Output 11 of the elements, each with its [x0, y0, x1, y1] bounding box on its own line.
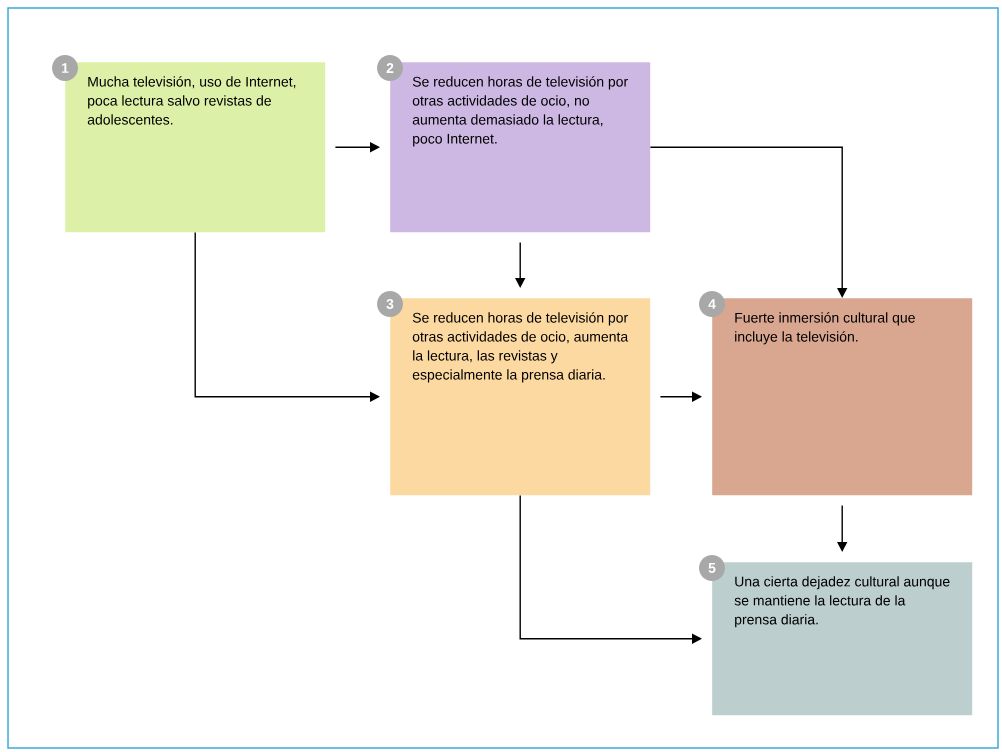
number-badge: 5: [699, 555, 725, 581]
arrow: [194, 231, 380, 402]
arrow: [649, 146, 848, 298]
arrow: [659, 391, 702, 402]
number-badge: 2: [377, 55, 403, 81]
number-badge: 3: [377, 291, 403, 317]
number-badge: 1: [52, 55, 78, 81]
arrow: [837, 504, 848, 552]
number-badge: 4: [699, 291, 725, 317]
arrow: [519, 494, 702, 644]
arrow: [515, 241, 526, 288]
